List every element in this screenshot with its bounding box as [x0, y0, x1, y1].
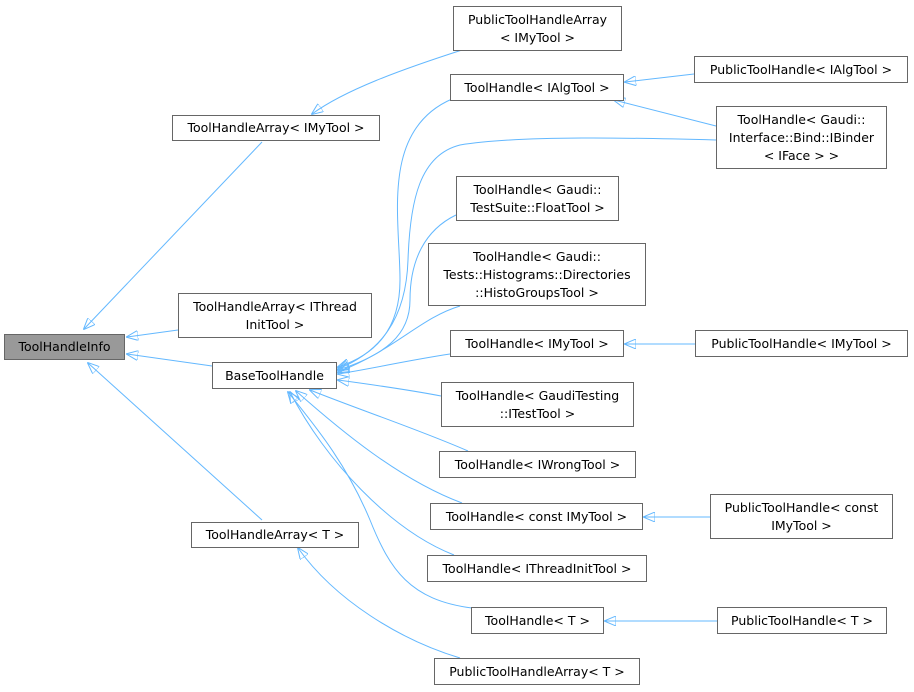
edge-toolhandle-imytool-to-basetoolhandle [338, 353, 451, 374]
edge-toolhandlearray-ithread-to-toolhandleinfo [127, 329, 179, 337]
node-publictoolhandle-const-imytool[interactable]: PublicToolHandle< const IMyTool > [710, 494, 893, 539]
node-toolhandleinfo: ToolHandleInfo [4, 334, 125, 360]
node-publictoolhandlearray-t[interactable]: PublicToolHandleArray< T > [434, 658, 640, 685]
node-toolhandle-floattool[interactable]: ToolHandle< Gaudi:: TestSuite::FloatTool… [456, 176, 619, 221]
node-toolhandle-t[interactable]: ToolHandle< T > [471, 607, 604, 634]
node-toolhandle-itesttool[interactable]: ToolHandle< GaudiTesting ::ITestTool > [441, 382, 634, 427]
node-basetoolhandle[interactable]: BaseToolHandle [212, 362, 337, 389]
edge-toolhandle-histogroups-to-basetoolhandle [338, 305, 461, 372]
node-publictoolhandle-t[interactable]: PublicToolHandle< T > [717, 607, 887, 634]
edge-toolhandle-t-to-basetoolhandle [288, 392, 473, 609]
edge-toolhandle-ibinder-to-basetoolhandle [338, 137, 717, 369]
edge-toolhandlearray-t-to-toolhandleinfo [88, 363, 263, 521]
node-toolhandle-const-imytool[interactable]: ToolHandle< const IMyTool > [430, 503, 643, 530]
edge-toolhandle-itesttool-to-basetoolhandle [338, 380, 442, 397]
node-publictoolhandle-ialgtool[interactable]: PublicToolHandle< IAlgTool > [694, 56, 908, 83]
node-toolhandle-iwrongtool[interactable]: ToolHandle< IWrongTool > [439, 451, 636, 478]
node-publictoolhandlearray-imytool[interactable]: PublicToolHandleArray < IMyTool > [453, 6, 622, 51]
edge-basetoolhandle-to-toolhandleinfo [127, 354, 213, 367]
node-toolhandle-ibinder[interactable]: ToolHandle< Gaudi:: Interface::Bind::IBi… [716, 106, 887, 169]
node-toolhandle-ialgtool[interactable]: ToolHandle< IAlgTool > [450, 74, 624, 101]
node-toolhandle-imytool[interactable]: ToolHandle< IMyTool > [450, 330, 624, 357]
node-toolhandlearray-ithreadinittool[interactable]: ToolHandleArray< IThread InitTool > [178, 293, 372, 338]
node-toolhandle-ithreadinittool[interactable]: ToolHandle< IThreadInitTool > [427, 555, 647, 582]
edge-toolhandle-const-imytool-to-basetoolhandle [296, 391, 463, 504]
edge-toolhandlearray-imytool-to-toolhandleinfo [84, 141, 263, 329]
edge-publictoolhandlearray-t-to-toolhandlearray-t [298, 548, 461, 659]
edge-toolhandle-ibinder-to-toolhandle-ialgtool [614, 100, 717, 127]
edge-publictoolhandlearray-imytool-to-toolhandlearray-imytool [312, 49, 463, 114]
node-publictoolhandle-imytool[interactable]: PublicToolHandle< IMyTool > [695, 330, 908, 357]
node-toolhandle-histogroupstool[interactable]: ToolHandle< Gaudi:: Tests::Histograms::D… [428, 243, 646, 306]
node-toolhandlearray-t[interactable]: ToolHandleArray< T > [191, 522, 359, 548]
node-toolhandlearray-imytool[interactable]: ToolHandleArray< IMyTool > [172, 115, 380, 141]
edge-toolhandle-ithreadinittool-to-basetoolhandle [290, 392, 455, 556]
edge-publictoolhandle-ialgtool-to-toolhandle-ialgtool [625, 73, 695, 82]
edge-toolhandle-iwrongtool-to-basetoolhandle [310, 390, 469, 452]
